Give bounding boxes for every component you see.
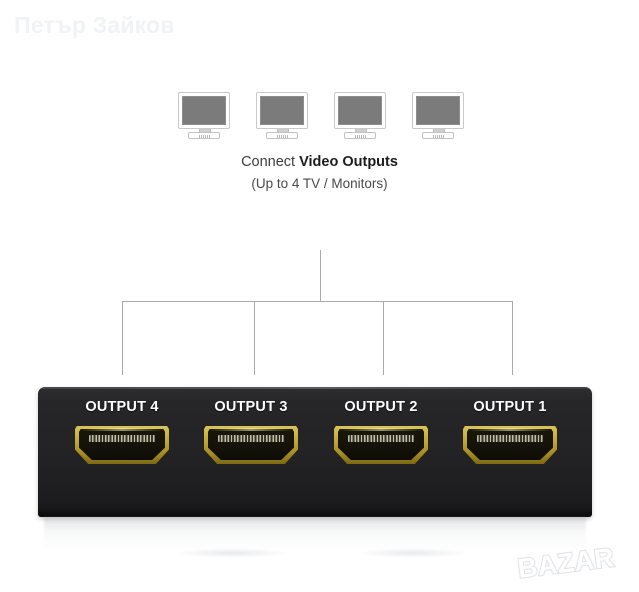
output-port-label-1: OUTPUT 1 <box>473 399 547 415</box>
monitor-neck <box>433 129 445 133</box>
monitor-screen <box>338 96 382 125</box>
tree-drop-leg-3 <box>382 301 384 375</box>
hdmi-port-pins <box>218 435 284 442</box>
device-reflection <box>44 517 586 551</box>
hdmi-splitter-device: OUTPUT 4 OUTPUT 3 OUTPUT 2 OUTPUT 1 <box>38 387 592 517</box>
hdmi-port-pins <box>348 435 414 442</box>
output-port-group-3[interactable]: OUTPUT 3 <box>189 399 313 505</box>
monitor-screen <box>260 96 304 125</box>
monitor-screen <box>416 96 460 125</box>
monitor-base <box>422 132 454 139</box>
monitor-base-vents <box>277 134 288 138</box>
monitor-base-vents <box>199 134 210 138</box>
monitor-screen <box>182 96 226 125</box>
monitor-icon-3 <box>334 92 386 140</box>
hdmi-port-cavity <box>467 429 553 460</box>
tree-center-stem <box>319 250 321 302</box>
hdmi-port-2[interactable] <box>334 426 428 464</box>
connect-caption-prefix: Connect <box>241 154 300 170</box>
hdmi-port-pins <box>477 435 543 442</box>
hdmi-port-4[interactable] <box>75 426 169 464</box>
connect-caption-emphasis: Video Outputs <box>299 154 398 170</box>
hdmi-port-3[interactable] <box>204 426 298 464</box>
monitor-base-vents <box>433 134 444 138</box>
output-port-group-1[interactable]: OUTPUT 1 <box>448 399 572 505</box>
monitor-neck <box>355 129 367 133</box>
monitor-bezel <box>334 92 386 129</box>
hdmi-port-cavity <box>79 429 165 460</box>
seller-name-watermark: Петър Зайков <box>14 12 175 38</box>
monitor-icons-row <box>178 92 464 142</box>
svg-text:BAZAR: BAZAR <box>516 543 616 583</box>
monitor-icon-4 <box>412 92 464 140</box>
hdmi-port-highlight <box>468 428 552 431</box>
hdmi-port-cavity <box>338 429 424 460</box>
output-port-label-3: OUTPUT 3 <box>214 399 288 415</box>
hdmi-port-highlight <box>209 428 293 431</box>
tree-drop-leg-2 <box>253 301 255 375</box>
monitor-bezel <box>256 92 308 129</box>
monitor-base-vents <box>355 134 366 138</box>
monitor-bezel <box>178 92 230 129</box>
monitor-neck <box>199 129 211 133</box>
hdmi-port-1[interactable] <box>463 426 557 464</box>
monitor-base <box>344 132 376 139</box>
bazar-logo-watermark: BAZAR <box>505 541 627 585</box>
monitor-base <box>188 132 220 139</box>
monitor-bezel <box>412 92 464 129</box>
tree-drop-leg-4 <box>511 301 513 375</box>
tree-horizontal-bar <box>121 301 513 303</box>
connection-tree-diagram <box>0 250 639 385</box>
tree-drop-leg-1 <box>121 301 123 375</box>
output-port-group-2[interactable]: OUTPUT 2 <box>319 399 443 505</box>
output-port-label-4: OUTPUT 4 <box>85 399 159 415</box>
surface-highlight-left <box>175 548 290 558</box>
hdmi-port-highlight <box>339 428 423 431</box>
monitor-icon-1 <box>178 92 230 140</box>
monitor-neck <box>277 129 289 133</box>
connect-caption-subtitle: (Up to 4 TV / Monitors) <box>251 176 388 191</box>
connect-caption: Connect Video Outputs <box>0 154 639 170</box>
hdmi-port-cavity <box>208 429 294 460</box>
hdmi-port-pins <box>89 435 155 442</box>
monitor-base <box>266 132 298 139</box>
monitor-icon-2 <box>256 92 308 140</box>
hdmi-port-highlight <box>80 428 164 431</box>
output-port-group-4[interactable]: OUTPUT 4 <box>60 399 184 505</box>
surface-highlight-right <box>355 548 470 558</box>
output-port-label-2: OUTPUT 2 <box>344 399 418 415</box>
